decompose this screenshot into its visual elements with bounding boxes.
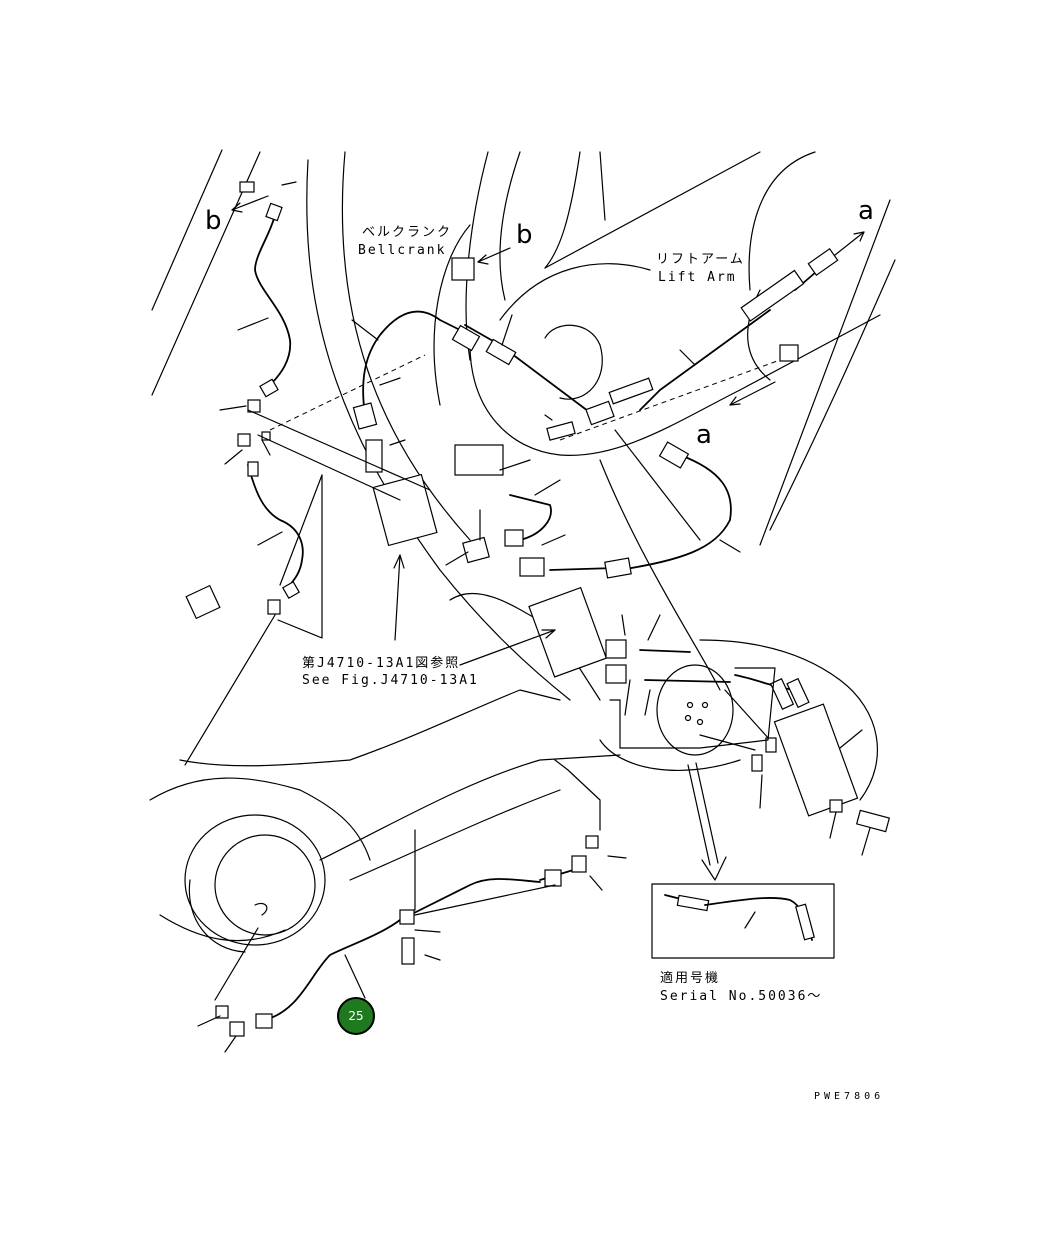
- lift-arm-label-jp: リフトアーム: [656, 252, 745, 267]
- pivot-boss: [184, 814, 326, 953]
- leader-lines: [184, 181, 871, 1053]
- part-callout-25[interactable]: 25: [337, 997, 375, 1035]
- fittings: [185, 181, 891, 1037]
- view-marker-a-top: a: [858, 196, 874, 226]
- cover-plate: [656, 664, 734, 756]
- view-marker-b-left: b: [205, 206, 222, 236]
- arrows: [231, 195, 865, 881]
- lift-arm-label-en: Lift Arm: [658, 270, 737, 285]
- view-marker-a-mid: a: [696, 420, 712, 450]
- drawing-code: PWE7806: [814, 1091, 885, 1102]
- bellcrank-label-en: Bellcrank: [358, 243, 447, 258]
- see-fig-label-jp: 第J4710-13A1図参照: [302, 656, 461, 671]
- inset-box: [651, 883, 835, 959]
- see-fig-label-en: See Fig.J4710-13A1: [302, 673, 479, 688]
- lift-arm-outline: [149, 149, 896, 942]
- view-marker-b-center: b: [516, 220, 533, 250]
- serial-label-en: Serial No.50036〜: [660, 989, 823, 1004]
- bellcrank-label-jp: ベルクランク: [362, 225, 453, 240]
- serial-label-jp: 適用号機: [660, 971, 721, 986]
